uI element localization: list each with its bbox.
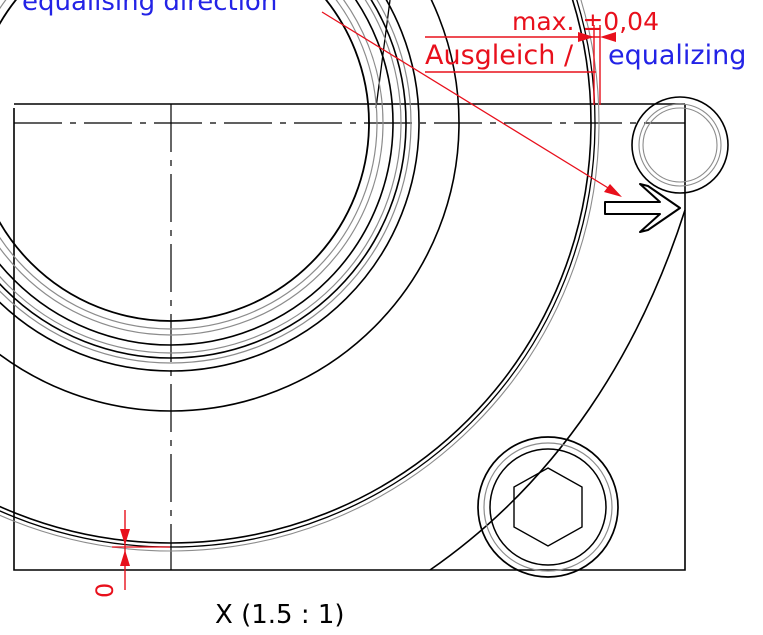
top-right-hole	[631, 96, 729, 194]
socket-screw	[477, 436, 619, 578]
equalizing-arrow-icon	[604, 183, 681, 233]
detail-frame	[13, 104, 686, 571]
tolerance-arrow-left	[578, 32, 594, 42]
red-leader-line	[321, 11, 619, 195]
tolerance-arrow-right	[600, 32, 616, 42]
view-scale-label: X (1.5 : 1)	[215, 600, 345, 630]
equalizing-label: equalizing	[608, 40, 746, 71]
ausgleich-label: Ausgleich /	[425, 40, 574, 71]
leader-line-top	[375, 0, 391, 109]
red-leader-arrowhead	[604, 184, 622, 197]
zero-dimension: 0	[91, 510, 170, 598]
max-tolerance-label: max. ±0,04	[512, 7, 659, 36]
equalising-direction-label: equalising direction	[22, 0, 277, 17]
zero-label: 0	[91, 583, 119, 598]
hex-socket-icon	[513, 467, 583, 547]
outer-flange-circles	[0, 0, 600, 552]
outer-contour-curve	[429, 209, 686, 571]
bore-circles	[0, 0, 460, 412]
